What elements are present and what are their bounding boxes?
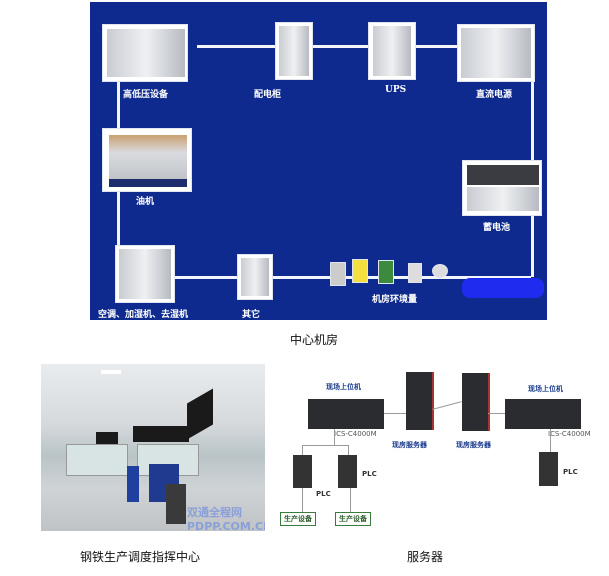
ac-label: 空调、加湿机、去湿机 <box>98 310 189 320</box>
server-caption: 服务器 <box>407 550 444 564</box>
other-label: 其它 <box>242 310 261 320</box>
control-center-caption: 钢铁生产调度指挥中心 <box>80 550 201 564</box>
plc1-label: PLC <box>316 490 331 498</box>
generator-image <box>102 128 192 192</box>
blue-mark <box>462 278 544 298</box>
pdu-label: 配电柜 <box>254 90 282 100</box>
alarm-icon <box>408 263 422 283</box>
host-left-label: 现场上位机 <box>326 383 361 391</box>
ups-image <box>368 22 416 80</box>
battery-image <box>462 160 542 216</box>
server-left-label: 现房服务器 <box>392 441 427 449</box>
model-right-label: ICS-C4000M <box>548 430 591 438</box>
watermark: 双通全程网 PDPP.COM.CN <box>187 506 265 531</box>
hv-label: 高低压设备 <box>123 90 169 100</box>
machine-room-diagram: 高低压设备 配电柜 UPS 直流电源 油机 蓄电池 空调、加湿机、去湿机 其它 … <box>90 2 547 320</box>
server-diagram: 现场上位机 ICS-C4000M 现房服务器 现房服务器 现场上位机 ICS-C… <box>280 360 600 530</box>
server-right <box>462 373 490 431</box>
plc-device <box>539 452 558 486</box>
battery-label: 蓄电池 <box>483 223 511 233</box>
host-right-label: 现场上位机 <box>528 385 563 393</box>
equipment-box: 生产设备 <box>280 512 316 526</box>
sensor-icon <box>330 262 346 286</box>
plc-device <box>338 455 357 488</box>
extinguisher-icon <box>352 259 368 283</box>
server-right-label: 现房服务器 <box>456 441 491 449</box>
host-right-computer <box>505 399 581 429</box>
control-center-photo: 双通全程网 PDPP.COM.CN <box>41 364 265 531</box>
model-left-label: ICS-C4000M <box>334 430 377 438</box>
detector-icon <box>432 264 448 278</box>
ac-image <box>115 245 175 303</box>
plc2-label: PLC <box>362 470 377 478</box>
connector-line <box>197 45 460 48</box>
sensor-icon <box>378 260 394 284</box>
generator-label: 油机 <box>136 197 155 207</box>
server-left <box>406 372 434 430</box>
pdu-image <box>275 22 313 80</box>
machine-room-caption: 中心机房 <box>290 333 339 347</box>
env-label: 机房环境量 <box>372 295 418 305</box>
plc3-label: PLC <box>563 468 578 476</box>
hv-equipment-image <box>102 24 188 82</box>
plc-device <box>293 455 312 488</box>
other-image <box>237 254 273 300</box>
equipment-box: 生产设备 <box>335 512 371 526</box>
dc-power-image <box>457 24 535 82</box>
dc-label: 直流电源 <box>476 90 513 100</box>
ups-label: UPS <box>385 85 407 95</box>
host-left-computer <box>308 399 384 429</box>
